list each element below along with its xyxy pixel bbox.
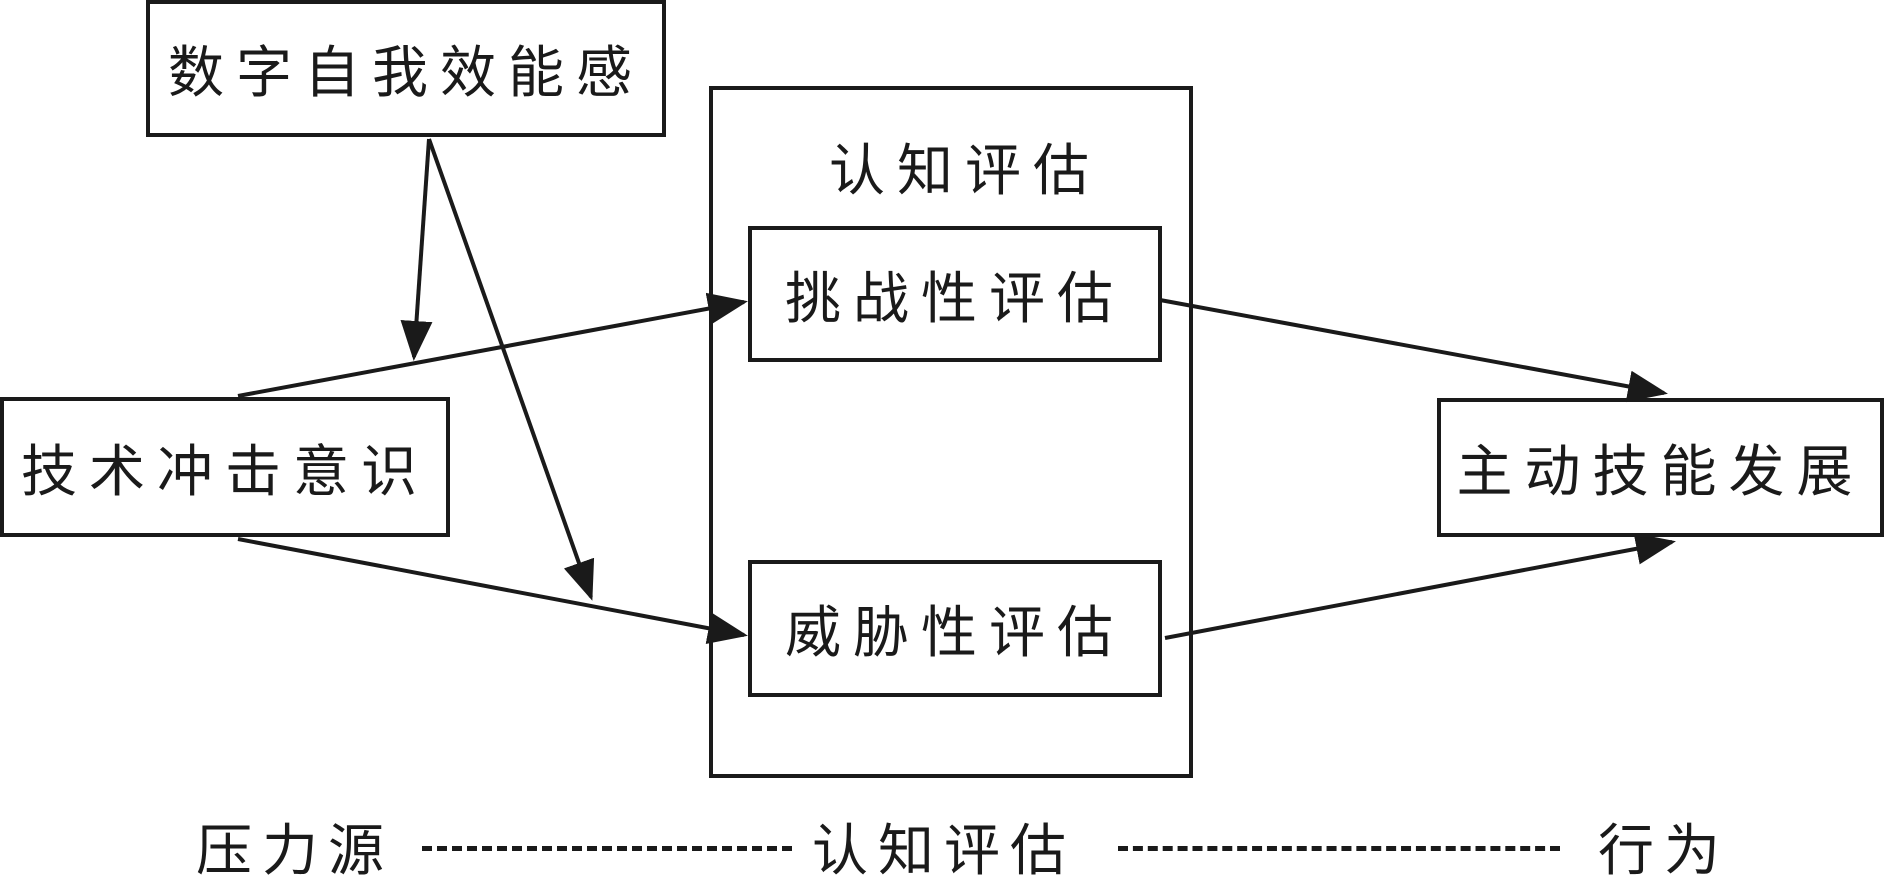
arrow-tech-to-threat	[237, 537, 748, 645]
axis-dash-left	[422, 846, 792, 851]
digital-self-efficacy-node: 数字自我效能感	[146, 0, 666, 137]
challenge-appraisal-node: 挑战性评估	[748, 226, 1162, 362]
axis-dash-right	[1118, 846, 1560, 851]
cognitive-appraisal-title: 认知评估	[829, 139, 1101, 204]
cognitive-appraisal-container	[709, 86, 1193, 778]
proactive-skill-development-node: 主动技能发展	[1437, 398, 1884, 537]
arrow-efficacy-to-path-lower	[427, 138, 595, 601]
threat-appraisal-node: 威胁性评估	[748, 560, 1162, 697]
arrow-threat-to-proactive	[1164, 532, 1676, 640]
arrow-efficacy-to-path-upper	[400, 138, 433, 361]
arrow-tech-to-challenge	[237, 292, 748, 398]
tech-shock-awareness-node: 技术冲击意识	[0, 397, 450, 537]
arrow-challenge-to-proactive	[1159, 298, 1668, 403]
axis-label-appraisal: 认知评估	[812, 819, 1076, 884]
axis-label-stressor: 压力源	[196, 819, 394, 884]
axis-label-behavior: 行为	[1598, 819, 1730, 884]
